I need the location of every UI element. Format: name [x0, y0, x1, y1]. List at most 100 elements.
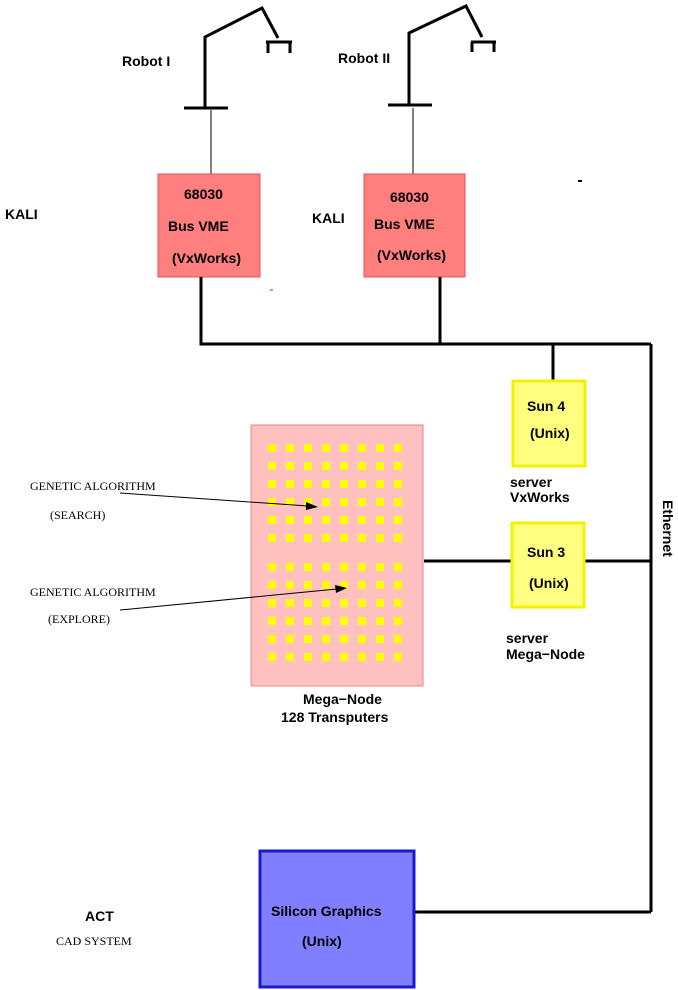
- transputer-chip: [268, 617, 276, 625]
- transputer-chip: [358, 617, 366, 625]
- transputer-chip: [304, 581, 312, 589]
- transputer-chip: [286, 617, 294, 625]
- transputer-chip: [358, 653, 366, 661]
- transputer-chip: [286, 498, 294, 506]
- sgi-box: Silicon Graphics (Unix): [258, 849, 416, 989]
- controller-2-os: (VxWorks): [377, 247, 446, 263]
- transputer-chip: [340, 635, 348, 643]
- transputer-chip: [268, 653, 276, 661]
- sun3-caption-line2: Mega−Node: [506, 646, 585, 662]
- transputer-chip: [268, 563, 276, 571]
- transputer-chip: [268, 516, 276, 524]
- transputer-chip: [340, 444, 348, 452]
- transputer-chip: [304, 617, 312, 625]
- transputer-chip: [358, 563, 366, 571]
- ga-search-line2: (SEARCH): [50, 508, 105, 522]
- transputer-chip: [340, 534, 348, 542]
- robot-2-label: Robot II: [338, 50, 390, 66]
- transputer-chip: [304, 599, 312, 607]
- transputer-chip: [394, 498, 402, 506]
- sun3-box: Sun 3 (Unix): [510, 521, 586, 609]
- transputer-chip: [304, 563, 312, 571]
- controller-1-os: (VxWorks): [172, 250, 241, 266]
- transputer-chip: [376, 599, 384, 607]
- transputer-chip: [358, 462, 366, 470]
- transputer-chip: [286, 534, 294, 542]
- transputer-chip: [340, 462, 348, 470]
- sun4-caption-line1: server: [510, 474, 553, 490]
- robot-1-label: Robot I: [122, 53, 170, 69]
- transputer-chip: [358, 534, 366, 542]
- transputer-chip: [340, 563, 348, 571]
- transputer-chip: [322, 462, 330, 470]
- transputer-chip: [304, 444, 312, 452]
- transputer-chip: [376, 534, 384, 542]
- transputer-chip: [286, 480, 294, 488]
- transputer-chip: [322, 653, 330, 661]
- transputer-chip: [376, 462, 384, 470]
- transputer-chip: [286, 653, 294, 661]
- ethernet-label: Ethernet: [660, 500, 676, 557]
- transputer-chip: [286, 516, 294, 524]
- transputer-chip: [268, 635, 276, 643]
- transputer-chip: [304, 534, 312, 542]
- transputer-chip: [376, 581, 384, 589]
- transputer-chip: [322, 635, 330, 643]
- transputer-chip: [322, 599, 330, 607]
- sun4-os: (Unix): [530, 425, 570, 441]
- transputer-chip: [286, 581, 294, 589]
- transputer-chip: [268, 534, 276, 542]
- transputer-chip: [286, 462, 294, 470]
- transputer-chip: [394, 653, 402, 661]
- transputer-chip: [340, 599, 348, 607]
- transputer-chip: [358, 498, 366, 506]
- sun3-os: (Unix): [529, 575, 569, 591]
- controller-1-box: 68030 Bus VME (VxWorks): [157, 173, 261, 278]
- transputer-chip: [358, 599, 366, 607]
- transputer-chip: [376, 516, 384, 524]
- kali-label-left: KALI: [5, 206, 38, 222]
- act-title: ACT: [85, 908, 114, 924]
- transputer-chip: [322, 516, 330, 524]
- transputer-chip: [304, 516, 312, 524]
- transputer-chip: [286, 599, 294, 607]
- transputer-chip: [394, 599, 402, 607]
- meganode-box: [250, 424, 424, 687]
- transputer-chip: [304, 480, 312, 488]
- ga-search-arrow-icon: [119, 492, 318, 510]
- transputer-chip: [286, 635, 294, 643]
- transputer-chip: [358, 480, 366, 488]
- transputer-chip: [286, 563, 294, 571]
- transputer-chip: [340, 480, 348, 488]
- sun4-name: Sun 4: [527, 398, 565, 414]
- transputer-chip: [358, 444, 366, 452]
- transputer-chip: [394, 462, 402, 470]
- transputer-chip: [268, 581, 276, 589]
- sun3-name: Sun 3: [527, 544, 565, 560]
- kali-label-right: KALI: [312, 210, 345, 226]
- transputer-chip: [286, 444, 294, 452]
- transputer-chip: [394, 617, 402, 625]
- transputer-chip: [376, 498, 384, 506]
- transputer-chip: [304, 653, 312, 661]
- transputer-chip: [340, 653, 348, 661]
- controller-1-cpu: 68030: [184, 186, 223, 202]
- transputer-chip: [394, 444, 402, 452]
- act-subtitle: CAD SYSTEM: [56, 934, 132, 948]
- ga-explore-line1: GENETIC ALGORITHM: [30, 585, 156, 599]
- controller-2-box: 68030 Bus VME (VxWorks): [363, 173, 466, 278]
- transputer-grid: [268, 444, 402, 661]
- transputer-chip: [394, 635, 402, 643]
- sun3-caption-line1: server: [506, 630, 549, 646]
- transputer-chip: [394, 516, 402, 524]
- meganode-caption-line1: Mega−Node: [303, 691, 382, 707]
- transputer-chip: [376, 444, 384, 452]
- transputer-chip: [322, 444, 330, 452]
- transputer-chip: [268, 462, 276, 470]
- ga-search-line1: GENETIC ALGORITHM: [30, 479, 156, 493]
- transputer-chip: [268, 498, 276, 506]
- transputer-chip: [394, 534, 402, 542]
- transputer-chip: [394, 581, 402, 589]
- transputer-chip: [394, 480, 402, 488]
- transputer-chip: [268, 444, 276, 452]
